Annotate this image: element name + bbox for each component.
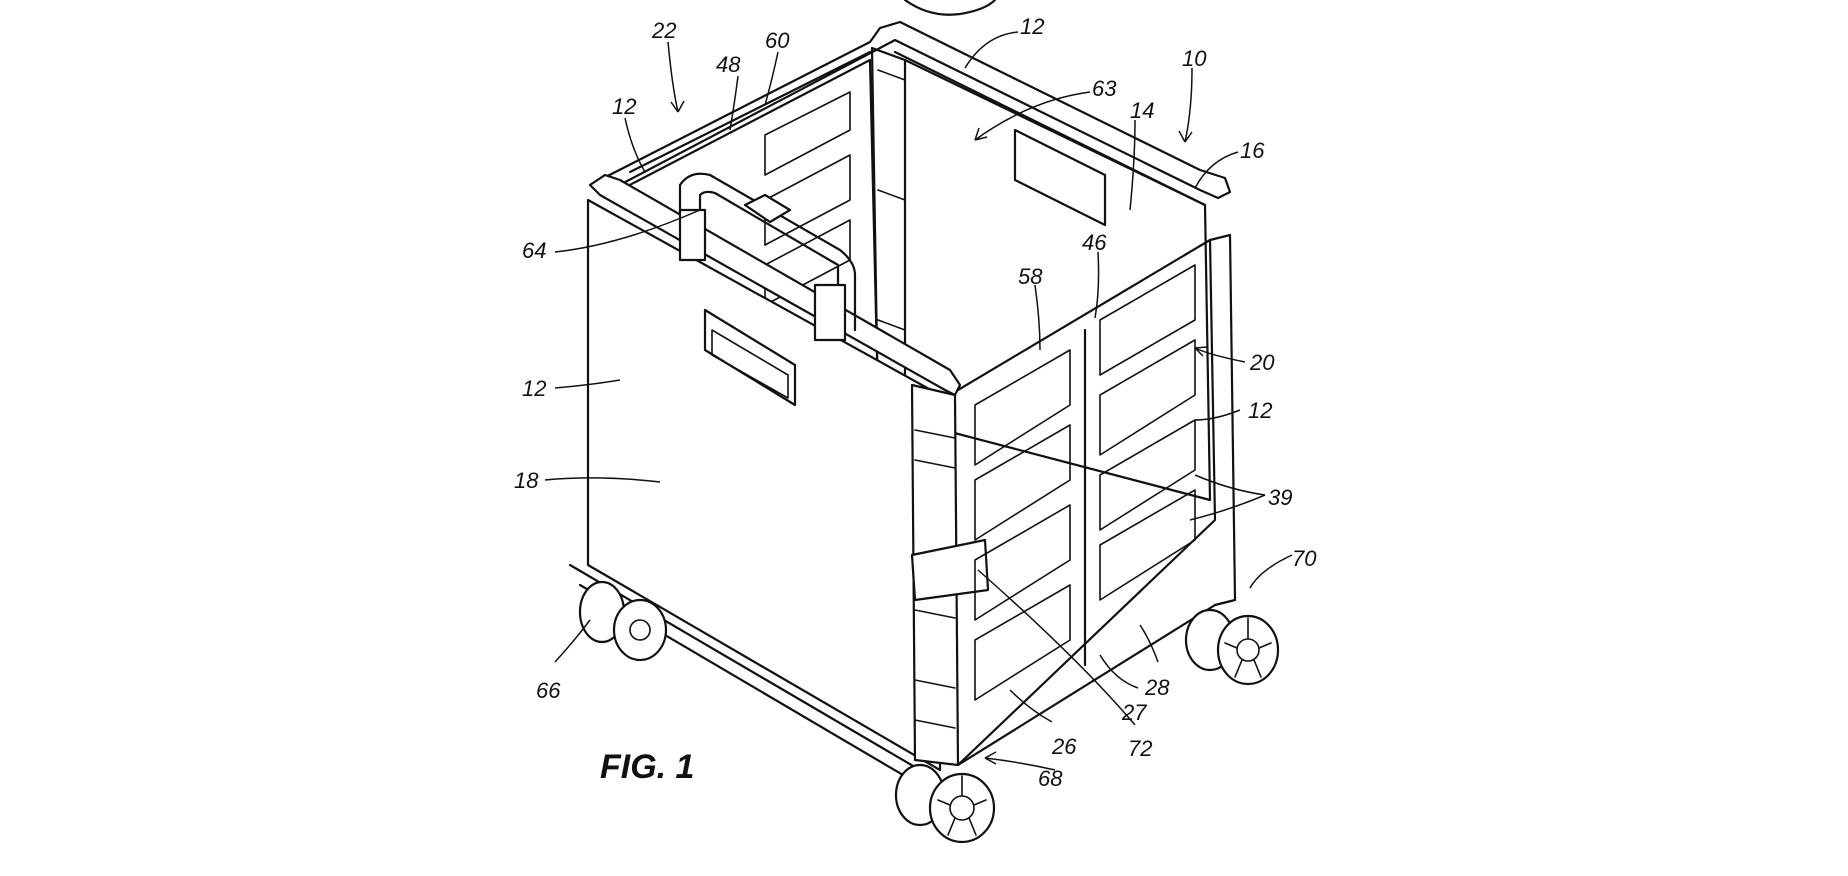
figure-title: FIG. 1 (600, 748, 694, 786)
ref-14: 14 (1130, 98, 1154, 123)
ref-63: 63 (1092, 76, 1117, 101)
leader-lines (544, 31, 1293, 771)
top-rim-back (588, 20, 1232, 200)
ref-48: 48 (716, 52, 741, 77)
wheel-70 (1184, 608, 1280, 686)
ref-20: 20 (1249, 350, 1275, 375)
pull-handle-inner (698, 190, 840, 327)
side-slot-5 (1099, 264, 1196, 376)
ref-70: 70 (1292, 546, 1317, 571)
base-right-edge (956, 603, 1217, 767)
ref-12-top: 12 (1020, 14, 1044, 39)
ref-68: 68 (1038, 766, 1063, 791)
ref-12-right: 12 (1248, 398, 1272, 423)
front-panel-handle-inner (711, 329, 789, 399)
rim-inner-left (628, 50, 872, 174)
ref-10: 10 (1182, 46, 1207, 71)
reference-numerals: 22 48 60 12 12 63 10 14 16 64 46 58 20 1… (514, 14, 1317, 791)
wheel-66 (578, 580, 668, 662)
side-slot-8 (1099, 489, 1196, 601)
lid-fragment (903, 0, 997, 16)
side-slot-3 (974, 504, 1071, 621)
ref-26: 26 (1051, 734, 1077, 759)
back-wall-slot-2 (764, 154, 851, 246)
ref-28: 28 (1144, 675, 1170, 700)
right-corner-post (1208, 233, 1237, 607)
cart-illustration (568, 0, 1280, 844)
ref-16: 16 (1240, 138, 1265, 163)
ref-12-top-left: 12 (612, 94, 636, 119)
front-post-hinges (914, 429, 956, 729)
front-right-panel (956, 238, 1217, 767)
handle-sleeve-left (678, 208, 707, 262)
side-slot-6 (1099, 339, 1196, 456)
strap-72 (910, 538, 990, 602)
ref-12-left: 12 (522, 376, 546, 401)
ref-66: 66 (536, 678, 561, 703)
back-wall-handle (1013, 128, 1107, 227)
ref-72: 72 (1128, 736, 1152, 761)
ref-64: 64 (522, 238, 546, 263)
front-panel-handle (703, 308, 797, 407)
side-slot-2 (974, 424, 1071, 541)
ref-60: 60 (765, 28, 790, 53)
ref-18: 18 (514, 468, 539, 493)
ref-46: 46 (1082, 230, 1107, 255)
side-slot-7 (1099, 419, 1196, 531)
ref-22: 22 (651, 18, 676, 43)
side-slot-4 (974, 584, 1071, 701)
side-slot-1 (974, 349, 1071, 466)
handle-sleeve-right (813, 283, 847, 342)
handle-latch (743, 193, 792, 224)
ref-27: 27 (1121, 700, 1147, 725)
axle-front (568, 563, 922, 772)
ref-58: 58 (1018, 264, 1043, 289)
post-hinges (877, 69, 906, 331)
back-wall-slot-1 (764, 91, 851, 176)
wheel-68 (894, 763, 996, 844)
ref-39: 39 (1268, 485, 1292, 510)
